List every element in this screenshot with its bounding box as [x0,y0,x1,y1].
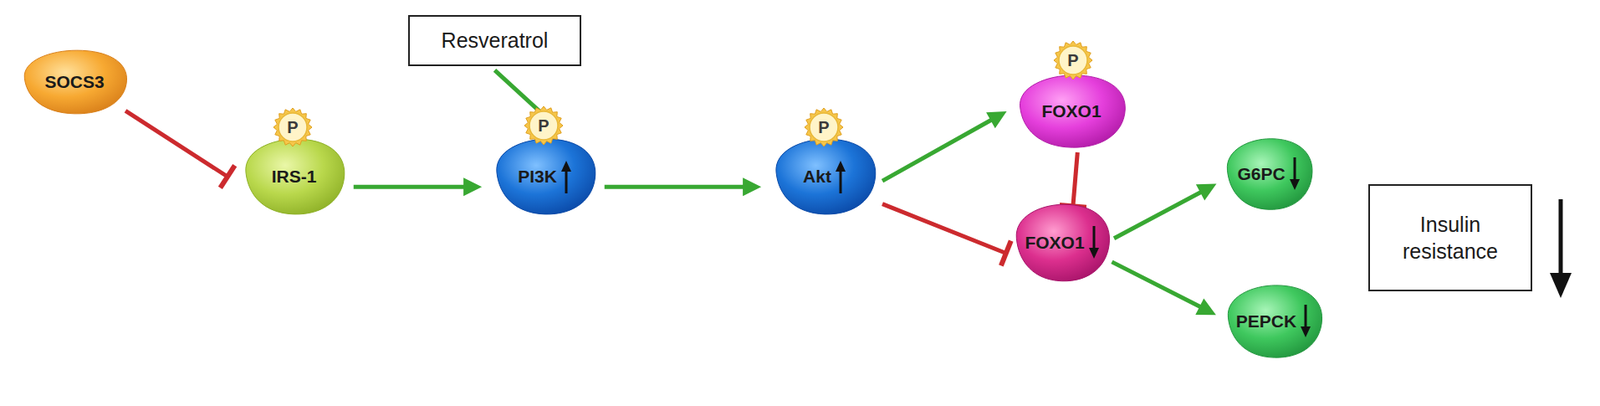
down-arrow [1549,199,1572,298]
text-group: Resveratrol [441,26,549,55]
inhibition-connector [1059,152,1087,208]
arrow-head [463,177,482,196]
down-arrow-symbol [1299,304,1312,338]
text-group: FOXO1 [1041,101,1101,122]
blob-fill [1020,75,1126,148]
activation-connector [353,177,482,196]
protein-name: PI3K [517,166,558,187]
down-arrow-symbol [1088,225,1100,260]
blob-fill [1226,138,1313,210]
phospho-label: P [817,117,829,138]
activation-connector [1114,184,1217,239]
inhibition-bar [219,165,235,189]
connector-line [1111,261,1202,307]
protein-name: IRS-1 [271,166,317,187]
foxo1-protein: FOXO1 [1007,199,1116,287]
g6pc-enzyme: G6PC [1219,133,1319,215]
text-group: PI3K [517,166,558,187]
up-arrow-symbol [560,159,573,194]
outcome-box: Insulin resistance [1368,184,1533,292]
connector-line [1114,191,1202,239]
phospho-badge: P [1052,39,1094,82]
inhibition-bar [1001,240,1012,266]
arrow-shaft [1559,199,1564,277]
connector-line [1073,152,1078,206]
blob-fill [245,138,345,215]
compound-box: Resveratrol [408,15,582,67]
protein-name: FOXO1 [1024,232,1084,253]
blob-fill [1227,285,1322,358]
protein-name: Akt [802,166,832,187]
blob-fill [776,138,876,215]
text-group: IRS-1 [271,166,317,187]
box-text: Insulin resistance [1380,210,1521,266]
connector-line [882,204,1007,254]
text-group: Akt [802,166,832,187]
blob-fill [24,50,127,114]
connector-line [604,184,745,190]
down-arrow-symbol [1288,157,1301,191]
arrow-head [1195,297,1217,315]
connector-line [125,110,228,177]
inhibition-connector [882,204,1012,266]
socs3-protein: SOCS3 [15,46,134,118]
irs1-protein: IRS-1 [236,133,352,220]
protein-name: PEPCK [1236,311,1297,332]
up-arrow-symbol [834,159,847,194]
arrow-head [986,111,1008,128]
text-group: Insulin resistance [1380,210,1521,266]
inhibition-connector [125,110,236,188]
arrow-head [1196,184,1217,201]
text-group: FOXO1 [1024,232,1084,253]
activation-connector [882,111,1008,181]
text-group: G6PC [1237,163,1285,185]
connector-line [882,119,992,181]
phospho-label: P [1067,51,1079,71]
activation-connector [1111,261,1216,315]
text-group: PEPCK [1236,311,1297,332]
protein-name: G6PC [1237,163,1285,185]
pepck-enzyme: PEPCK [1219,280,1329,363]
phospho-label: P [537,116,549,136]
protein-name: SOCS3 [44,71,104,93]
arrow-head [1549,272,1572,298]
phospho-badge: P [802,106,845,149]
connector-line [353,184,466,190]
phospho-label: P [286,117,298,138]
text-group: SOCS3 [44,71,104,93]
blob-fill [1017,204,1110,282]
akt-protein: Akt [766,133,883,220]
blob-fill [496,138,596,215]
phospho-foxo1-protein: FOXO1 [1010,70,1133,153]
protein-name: FOXO1 [1041,101,1101,122]
arrow-head [742,177,762,196]
pi3k-protein: PI3K [487,133,603,220]
phospho-badge: P [522,104,565,147]
phospho-badge: P [271,106,314,149]
box-text: Resveratrol [441,26,549,55]
activation-connector [604,177,762,196]
